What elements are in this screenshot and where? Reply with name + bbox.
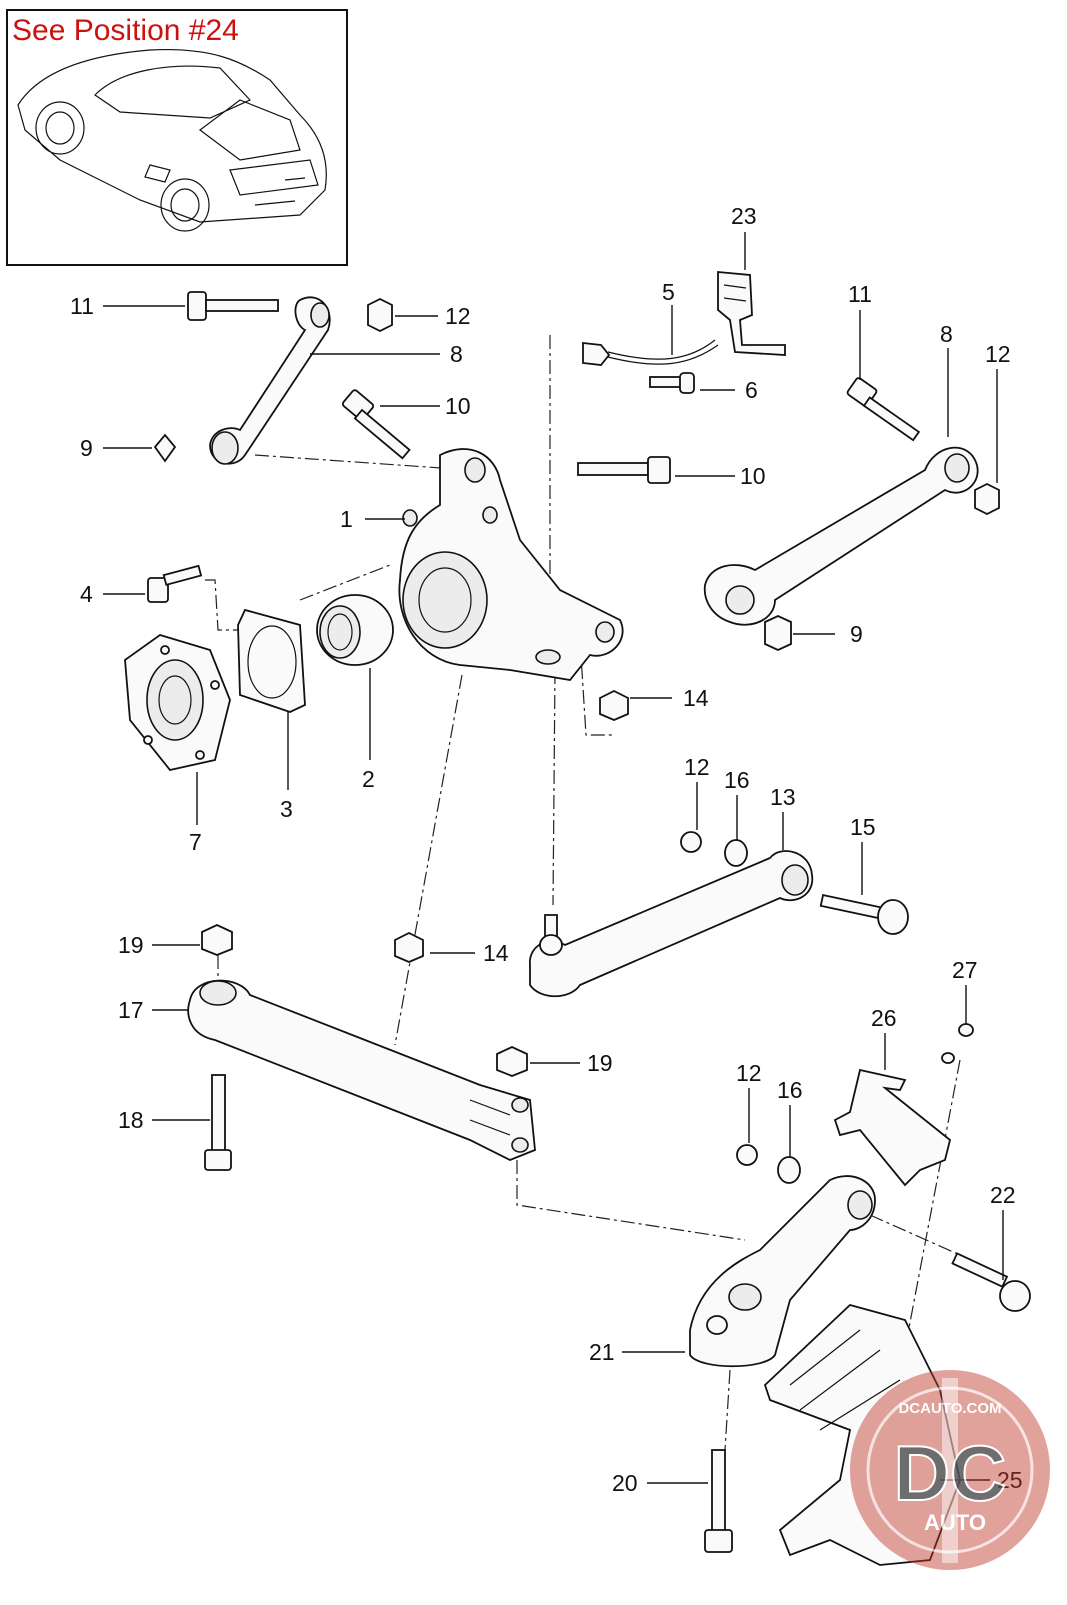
callout-10: 10 (445, 393, 471, 419)
nuts (153, 297, 1000, 1184)
callout-19: 19 (587, 1050, 613, 1076)
callout-12: 12 (985, 341, 1011, 367)
inset-note: See Position #24 (12, 14, 239, 47)
callout-16: 16 (724, 767, 750, 793)
callout-15: 15 (850, 814, 876, 840)
callout-5: 5 (662, 279, 675, 305)
callout-23: 23 (731, 203, 757, 229)
callout-10: 10 (740, 463, 766, 489)
wheel-hub (124, 634, 231, 772)
callout-9: 9 (850, 621, 863, 647)
dust-cover (237, 608, 306, 713)
wheel-bearing (316, 594, 394, 666)
callout-12: 12 (445, 303, 471, 329)
callout-8: 8 (940, 321, 953, 347)
callout-3: 3 (280, 796, 293, 822)
callout-leaders (103, 232, 1004, 1484)
callout-4: 4 (80, 581, 93, 607)
underbody-panel (763, 1303, 961, 1566)
abs-sensor (582, 339, 719, 366)
callout-18: 18 (118, 1107, 144, 1133)
callout-12: 12 (684, 754, 710, 780)
callout-14: 14 (483, 940, 509, 966)
watermark-site: DCAUTO.COM (898, 1400, 1001, 1417)
sensor-bracket (717, 271, 786, 356)
trailing-arm (187, 979, 536, 1161)
watermark-tagline: AUTO (924, 1510, 986, 1535)
control-arm-upper-right (703, 446, 979, 626)
callout-16: 16 (777, 1077, 803, 1103)
callout-12: 12 (736, 1060, 762, 1086)
callout-26: 26 (871, 1005, 897, 1031)
watermark-monogram: DC (894, 1429, 1007, 1517)
control-arm-upper-left (209, 296, 331, 465)
callout-8: 8 (450, 341, 463, 367)
callout-14: 14 (683, 685, 709, 711)
callout-17: 17 (118, 997, 144, 1023)
mounting-bracket (833, 1068, 952, 1187)
callout-25: 25 (997, 1467, 1023, 1493)
callout-numbers: 11 12 8 9 10 10 1 4 5 6 23 11 8 12 9 14 … (70, 203, 1023, 1496)
callout-13: 13 (770, 784, 796, 810)
callout-2: 2 (362, 766, 375, 792)
callout-20: 20 (612, 1470, 638, 1496)
wheel-carrier (398, 448, 624, 681)
inset-box: See Position #24 (6, 9, 348, 266)
callout-7: 7 (189, 829, 202, 855)
callout-9: 9 (80, 435, 93, 461)
car-illustration (17, 48, 327, 232)
callout-1: 1 (340, 506, 353, 532)
callout-27: 27 (952, 957, 978, 983)
callout-11: 11 (70, 293, 94, 319)
callout-6: 6 (745, 377, 758, 403)
callout-11: 11 (848, 281, 872, 307)
callout-22: 22 (990, 1182, 1016, 1208)
callout-21: 21 (589, 1339, 615, 1365)
toe-link (529, 850, 814, 998)
dcauto-watermark-logo: DCAUTO.COM DC AUTO (850, 1370, 1050, 1570)
callout-19: 19 (118, 932, 144, 958)
bolts (147, 291, 1031, 1553)
lower-control-arm (689, 1175, 876, 1368)
